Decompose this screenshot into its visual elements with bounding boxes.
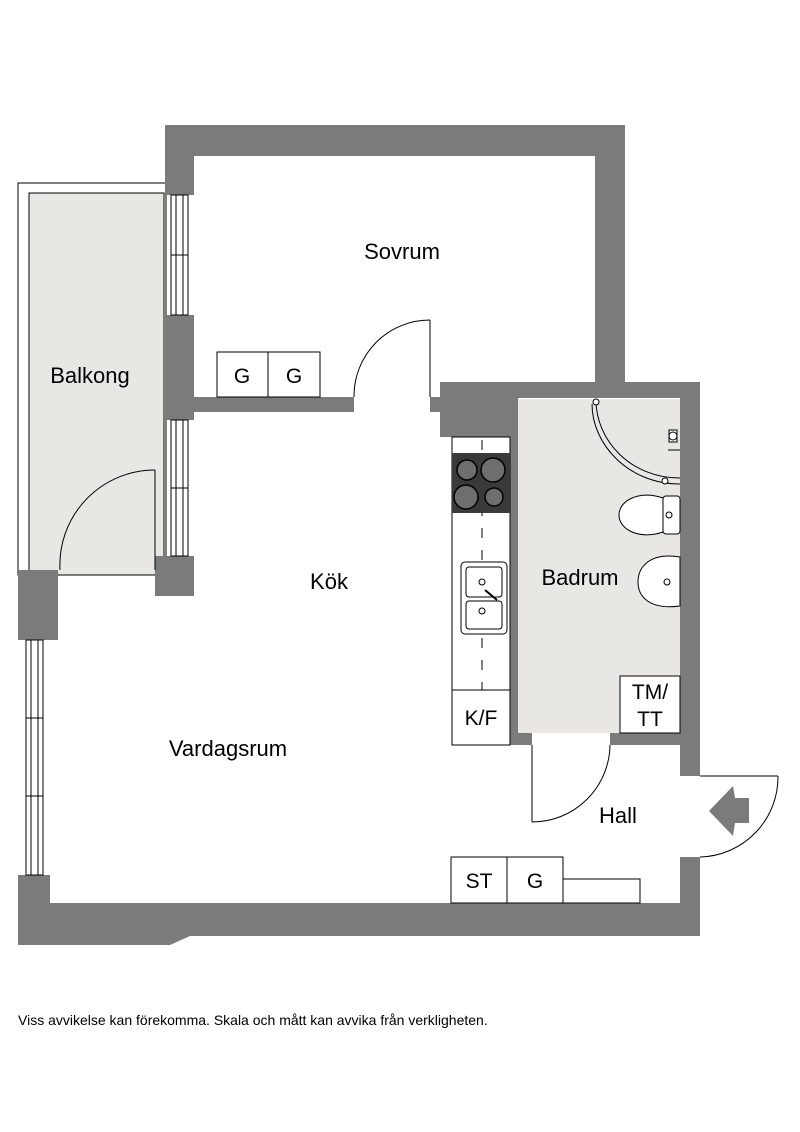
stove	[452, 453, 510, 513]
balcony	[17, 182, 167, 576]
walls	[18, 125, 700, 945]
washer-label: TM/	[632, 681, 668, 704]
wardrobe-label: G	[527, 870, 543, 893]
hall-storage	[450, 856, 641, 904]
door-entrance	[699, 775, 779, 858]
room-label-balkong: Balkong	[50, 363, 130, 388]
room-label-sovrum: Sovrum	[364, 239, 440, 264]
disclaimer-text: Viss avvikelse kan förekomma. Skala och …	[18, 1012, 488, 1028]
window-bedroom	[170, 194, 189, 316]
shower-head-icon	[668, 429, 680, 451]
kitchen-sink	[460, 561, 508, 635]
room-label-kok: Kök	[310, 569, 349, 594]
wardrobes-bedroom	[216, 351, 321, 398]
washer-dryer	[619, 675, 681, 734]
room-label-badrum: Badrum	[541, 565, 618, 590]
door-bathroom	[531, 744, 611, 823]
room-label-hall: Hall	[599, 803, 637, 828]
wardrobe-label: G	[234, 365, 250, 388]
door-bedroom	[353, 319, 431, 398]
toilet	[618, 494, 681, 536]
dryer-label: TT	[637, 708, 663, 731]
bathroom-sink	[637, 555, 681, 608]
fridge-freezer-label: K/F	[465, 707, 498, 730]
wardrobe-label: G	[286, 365, 302, 388]
entrance-arrow-icon	[709, 786, 749, 836]
window-living	[25, 639, 44, 876]
door-balcony	[59, 469, 156, 571]
room-label-vardagsrum: Vardagsrum	[169, 736, 287, 761]
storage-label: ST	[466, 870, 493, 893]
shower	[591, 398, 681, 485]
window-kitchen	[170, 419, 189, 557]
